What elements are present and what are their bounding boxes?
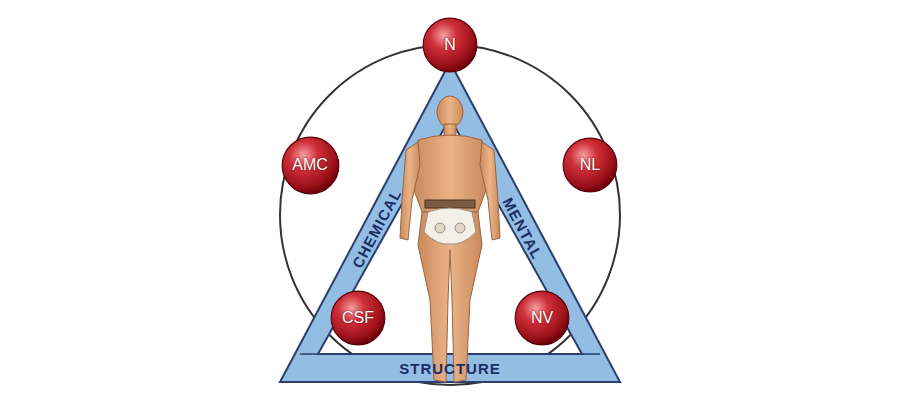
node-label: CSF [342,310,374,326]
triangle-band [280,62,620,382]
band-divider [300,353,600,355]
node-label: NL [580,157,600,173]
red-sphere: AMC [281,136,340,195]
pelvis-belt [424,200,476,244]
band-label: STRUCTURE [399,361,501,376]
node-label: NV [531,310,553,326]
red-sphere: NV [514,290,570,346]
ring-line [280,45,620,385]
red-sphere: N [422,17,478,73]
node-label: AMC [292,157,328,173]
node-label: N [444,37,456,53]
red-sphere: CSF [330,290,386,346]
red-sphere: NL [562,137,618,193]
human-figure [400,96,500,382]
